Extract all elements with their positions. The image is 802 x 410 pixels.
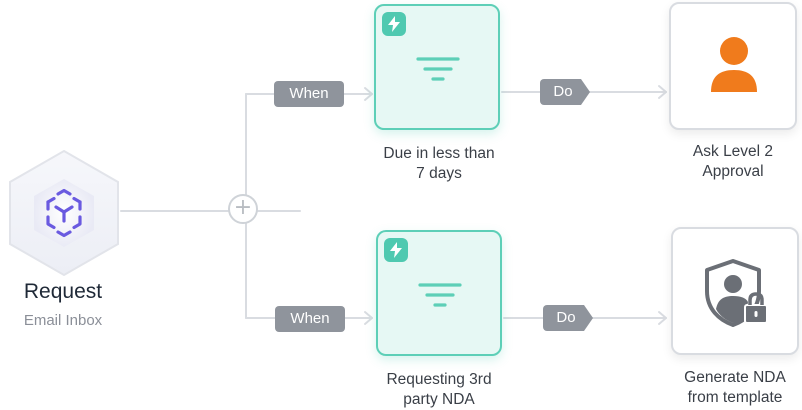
- action-label-line2: Approval: [702, 163, 764, 180]
- condition-label: Due in less than 7 days: [354, 144, 524, 184]
- action-label: Ask Level 2 Approval: [653, 142, 802, 182]
- action-label-line1: Generate NDA: [684, 369, 786, 386]
- action-card[interactable]: [669, 2, 797, 130]
- do-label: Do: [543, 305, 593, 331]
- filter-icon: [416, 57, 460, 81]
- condition-card[interactable]: [376, 230, 502, 356]
- when-label: When: [274, 81, 344, 107]
- bolt-icon: [382, 12, 406, 36]
- source-node[interactable]: [7, 149, 121, 277]
- source-subtitle: Email Inbox: [23, 312, 103, 329]
- plus-icon: +: [233, 195, 253, 220]
- condition-label-line1: Requesting 3rd: [386, 371, 492, 388]
- add-branch-button[interactable]: +: [228, 194, 258, 224]
- condition-label-line2: 7 days: [416, 165, 462, 182]
- condition-label: Requesting 3rd party NDA: [354, 370, 524, 410]
- action-label-line1: Ask Level 2: [692, 143, 774, 160]
- condition-label-line2: party NDA: [403, 391, 475, 408]
- bolt-icon: [384, 238, 408, 262]
- action-card[interactable]: [671, 227, 799, 355]
- condition-card[interactable]: [374, 4, 500, 130]
- do-label: Do: [540, 79, 590, 105]
- action-label-line2: from template: [687, 389, 783, 406]
- person-icon: [711, 37, 757, 92]
- cube-icon: [46, 188, 82, 238]
- filter-icon: [418, 283, 462, 307]
- when-label: When: [275, 306, 345, 332]
- source-title: Request: [23, 280, 103, 303]
- secured-user-icon: [705, 259, 768, 327]
- action-label: Generate NDA from template: [655, 368, 802, 408]
- condition-label-line1: Due in less than: [383, 145, 495, 162]
